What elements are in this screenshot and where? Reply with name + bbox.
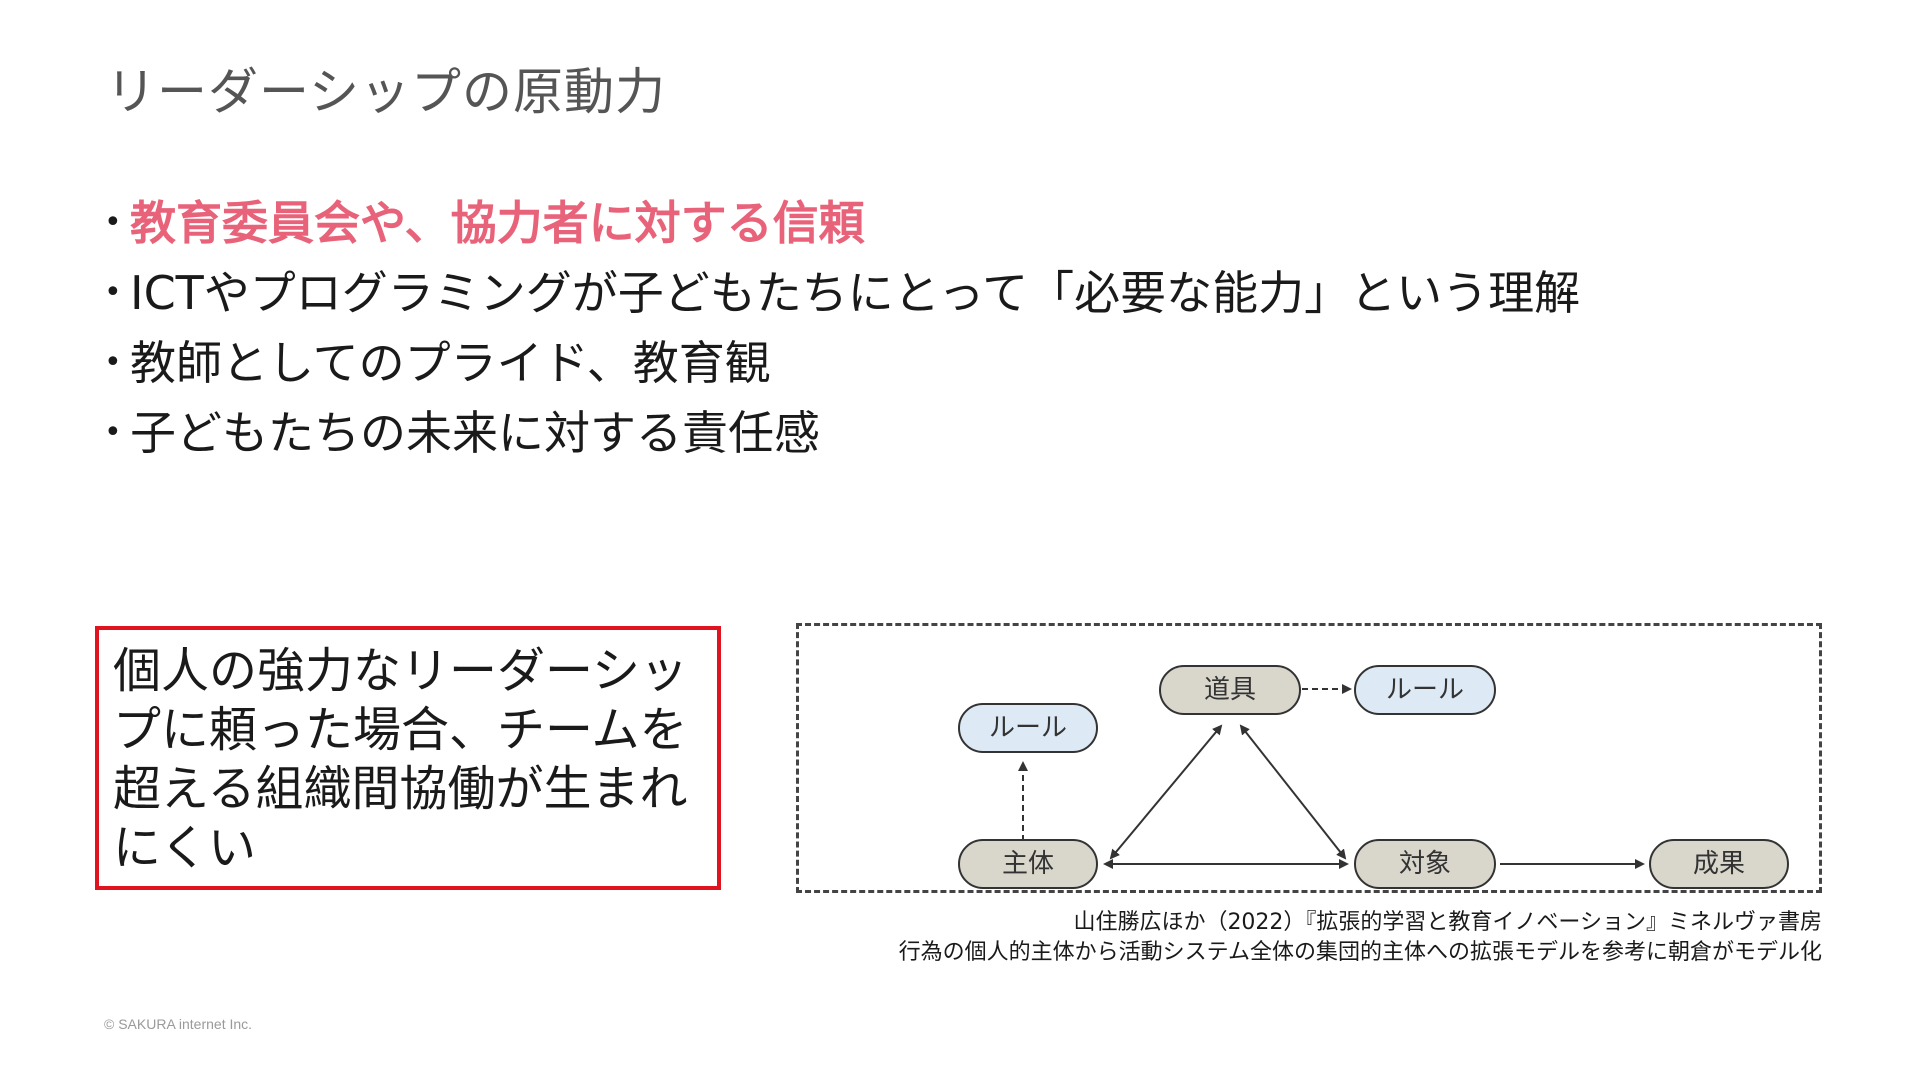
bullet-item-responsibility: •子どもたちの未来に対する責任感	[104, 400, 1580, 470]
node-object: 対象	[1354, 839, 1496, 889]
node-outcome: 成果	[1649, 839, 1789, 889]
warning-note-box: 個人の強力なリーダーシップに頼った場合、チームを超える組織間協働が生まれにくい	[95, 626, 721, 890]
warning-note-text: 個人の強力なリーダーシップに頼った場合、チームを超える組織間協働が生まれにくい	[113, 643, 689, 876]
node-tool: 道具	[1159, 665, 1301, 715]
node-rule-top-label: ルール	[1386, 675, 1464, 705]
node-outcome-label: 成果	[1693, 849, 1745, 879]
activity-system-diagram: 道具 ルール ルール 主体 対象 成果	[796, 623, 1822, 893]
bullet-text: ICTやプログラミングが子どもたちにとって「必要な能力」という理解	[130, 266, 1581, 320]
bullet-text: 教師としてのプライド、教育観	[130, 336, 771, 390]
bullet-item-understanding: •ICTやプログラミングが子どもたちにとって「必要な能力」という理解	[104, 260, 1580, 330]
slide-title: リーダーシップの原動力	[106, 63, 666, 121]
node-subject: 主体	[958, 839, 1098, 889]
node-subject-label: 主体	[1002, 849, 1054, 879]
bullet-dot: •	[104, 205, 122, 240]
bullet-dot: •	[104, 275, 122, 310]
caption-line-1: 山住勝広ほか（2022）『拡張的学習と教育イノベーション』ミネルヴァ書房	[1073, 910, 1822, 935]
bullet-dot: •	[104, 345, 122, 380]
node-rule-top: ルール	[1354, 665, 1496, 715]
caption-line-2: 行為の個人的主体から活動システム全体の集団的主体への拡張モデルを参考に朝倉がモデ…	[898, 940, 1822, 965]
bullet-list: •教育委員会や、協力者に対する信頼 •ICTやプログラミングが子どもたちにとって…	[104, 190, 1580, 470]
copyright-footer: © SAKURA internet Inc.	[104, 1016, 253, 1032]
diagram-svg: 道具 ルール ルール 主体 対象 成果	[958, 665, 1789, 889]
source-caption: 山住勝広ほか（2022）『拡張的学習と教育イノベーション』ミネルヴァ書房 行為の…	[899, 908, 1822, 968]
edge-tool-object	[1239, 724, 1347, 860]
bullet-text: 子どもたちの未来に対する責任感	[130, 406, 820, 460]
node-object-label: 対象	[1399, 849, 1451, 879]
bullet-item-pride: •教師としてのプライド、教育観	[104, 330, 1580, 400]
bullet-dot: •	[104, 415, 122, 450]
bullet-text: 教育委員会や、協力者に対する信頼	[130, 196, 865, 250]
bullet-item-trust: •教育委員会や、協力者に対する信頼	[104, 190, 1580, 260]
edge-subject-tool	[1109, 724, 1223, 860]
node-rule-left: ルール	[958, 703, 1098, 753]
node-tool-label: 道具	[1204, 675, 1256, 705]
node-rule-left-label: ルール	[989, 713, 1067, 743]
